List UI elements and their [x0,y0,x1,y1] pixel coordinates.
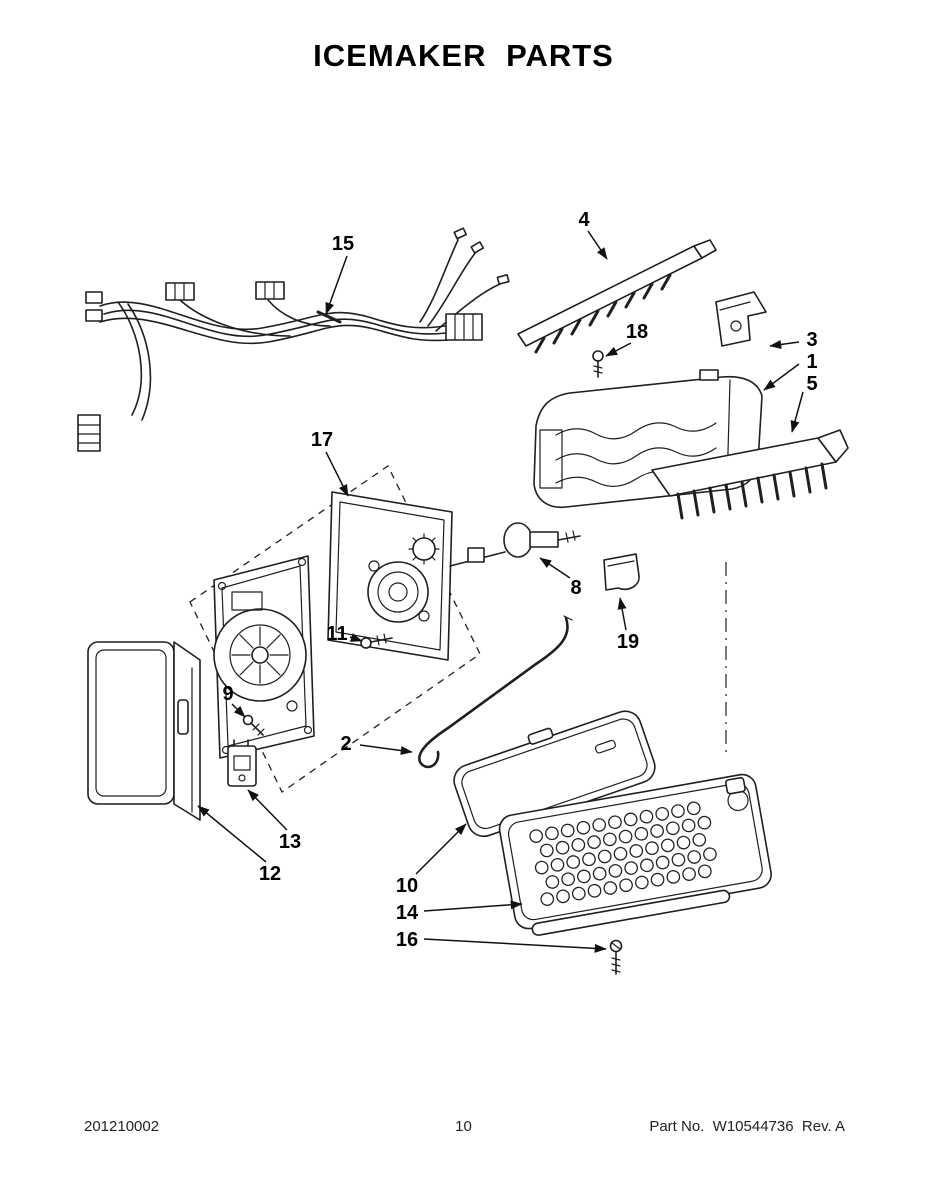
page-number: 10 [455,1118,472,1135]
callout-3: 3 [806,329,817,351]
ice-stripper-drawing [651,429,849,756]
callout-2: 2 [340,733,351,755]
ice-container-drawing [498,773,772,936]
mounting-bracket-drawing [715,291,767,347]
leader-lines [197,230,804,953]
screw-16-drawing [609,939,623,975]
module-assembly-envelope [189,465,481,793]
callout-16: 16 [396,929,418,951]
callout-4: 4 [578,209,590,231]
screw-18-drawing [592,350,604,378]
wire-harness-drawing [77,227,510,452]
screw-9-drawing [242,714,265,736]
control-module-drawing [327,491,506,661]
switch-drawing [227,739,257,787]
fill-cup-drawing [503,522,581,558]
callout-15: 15 [332,233,354,255]
clip-drawing [603,553,640,591]
callout-17: 17 [311,429,333,451]
callout-19: 19 [617,631,639,653]
callout-1: 1 [806,351,817,373]
screw-11-drawing [360,633,393,649]
callout-11: 11 [326,623,347,645]
cutter-rake-drawing [517,239,717,354]
callout-8: 8 [570,577,581,599]
cover-drawing [87,641,201,821]
callout-5: 5 [806,373,817,395]
callout-18: 18 [626,321,648,343]
callout-labels: 15 4 18 3 1 5 17 8 19 11 9 2 13 12 10 14… [222,209,817,951]
part-number: Part No. W10544736 Rev. A [649,1118,845,1135]
callout-13: 13 [279,831,301,853]
callout-9: 9 [222,683,233,705]
shield-drawing [453,710,656,838]
callout-10: 10 [396,875,418,897]
shutoff-arm-drawing [418,615,573,769]
motor-plate-fan-drawing [213,555,315,759]
page-title: ICEMAKER PARTS [313,38,614,73]
callout-14: 14 [396,902,419,924]
document-number: 201210002 [84,1118,160,1135]
callout-12: 12 [259,863,281,885]
